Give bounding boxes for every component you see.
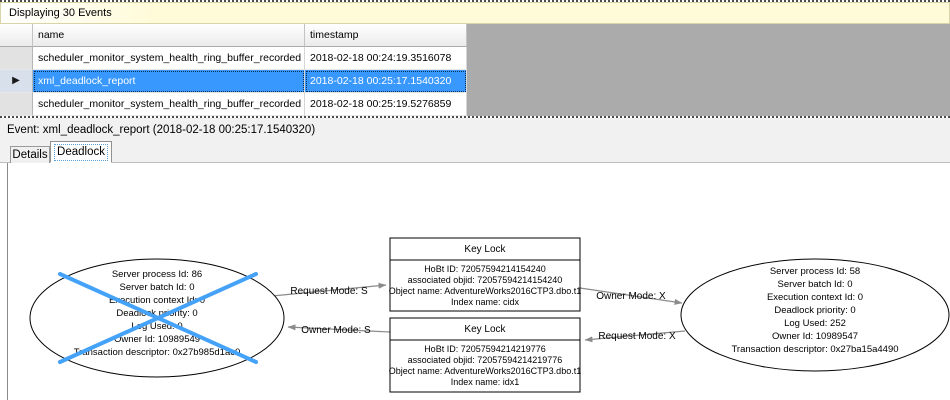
process-text-line: Execution context Id: 0 (109, 295, 205, 306)
edge-request-x-label: Request Mode: X (598, 331, 676, 342)
resource-text-line: Index name: idx1 (451, 377, 520, 387)
edge-request-s-label: Request Mode: S (290, 286, 368, 297)
resource-node-keylock-top[interactable]: Key Lock HoBt ID: 72057594214154240 asso… (389, 237, 581, 312)
process-text-line: Deadlock priority: 0 (116, 308, 197, 319)
resource-title: Key Lock (464, 324, 506, 335)
process-node-right[interactable]: Server process Id: 58 Server batch Id: 0… (680, 258, 950, 372)
process-text-line: Server process Id: 86 (112, 269, 202, 280)
process-text-line: Transaction descriptor: 0x27ba15a4490 (731, 344, 898, 355)
process-text-line: Log Used: 0 (131, 321, 182, 332)
event-timestamp-cell[interactable]: 2018-02-18 00:25:17.1540320 (305, 70, 467, 93)
event-name-cell[interactable]: scheduler_monitor_system_health_ring_buf… (33, 93, 305, 116)
resource-text-line: associated objid: 72057594214154240 (408, 275, 563, 285)
events-count-label: Displaying 30 Events (9, 7, 112, 19)
edge-request-x: Request Mode: X (584, 330, 686, 343)
current-row-marker-icon: ▶ (12, 75, 20, 86)
resource-title: Key Lock (464, 244, 506, 255)
process-text-line: Log Used: 252 (784, 318, 846, 329)
row-header-cell (0, 93, 33, 116)
resource-text-line: Object name: AdventureWorks2016CTP3.dbo.… (389, 286, 581, 296)
grid-row-filler (467, 93, 950, 116)
edge-owner-x: Owner Mode: X (579, 287, 683, 305)
events-count-bar: Displaying 30 Events (0, 2, 950, 24)
tab-deadlock-label: Deadlock (57, 146, 105, 158)
process-text-line: Deadlock priority: 0 (774, 305, 855, 316)
table-row-selected[interactable]: ▶ xml_deadlock_report 2018-02-18 00:25:1… (0, 70, 950, 93)
process-text-line: Transaction descriptor: 0x27b985d1ac0 (74, 347, 241, 358)
tab-strip: Details Deadlock (0, 141, 950, 163)
process-text-line: Owner Id: 10989549 (114, 334, 200, 345)
row-header-cell (0, 47, 33, 70)
resource-text-line: HoBt ID: 72057594214154240 (424, 264, 546, 274)
resource-node-keylock-bottom[interactable]: Key Lock HoBt ID: 72057594214219776 asso… (389, 317, 581, 393)
events-grid: Displaying 30 Events name timestamp sche… (0, 0, 950, 118)
grid-corner-cell (0, 24, 33, 47)
grid-row-filler (467, 70, 950, 93)
process-text-line: Owner Id: 10989547 (772, 331, 858, 342)
deadlock-graph: Request Mode: S Owner Mode: S Owner Mode… (29, 237, 950, 393)
grid-header-row: name timestamp (0, 24, 950, 47)
event-name-cell[interactable]: xml_deadlock_report (33, 70, 305, 93)
edge-owner-x-label: Owner Mode: X (596, 291, 666, 302)
process-text-line: Server batch Id: 0 (778, 279, 853, 290)
resource-text-line: HoBt ID: 72057594214219776 (424, 344, 546, 354)
resource-text-line: associated objid: 72057594214219776 (408, 355, 563, 365)
resource-text-line: Object name: AdventureWorks2016CTP3.dbo.… (389, 366, 581, 376)
table-row[interactable]: scheduler_monitor_system_health_ring_buf… (0, 47, 950, 70)
edge-owner-s-label: Owner Mode: S (301, 325, 371, 336)
column-header-name[interactable]: name (33, 24, 305, 47)
tab-deadlock[interactable]: Deadlock (50, 141, 112, 163)
column-header-timestamp[interactable]: timestamp (305, 24, 467, 47)
process-text-line: Server batch Id: 0 (120, 282, 195, 293)
row-header-cell: ▶ (0, 70, 33, 93)
process-text-line: Execution context Id: 0 (767, 292, 863, 303)
edge-request-s: Request Mode: S (271, 282, 387, 297)
process-text-line: Server process Id: 58 (770, 266, 860, 277)
edge-owner-s: Owner Mode: S (287, 324, 391, 336)
process-node-victim[interactable]: Server process Id: 86 Server batch Id: 0… (29, 258, 285, 378)
event-summary-label: Event: xml_deadlock_report (2018-02-18 0… (7, 123, 316, 136)
grid-header-filler (467, 24, 950, 47)
event-name-cell[interactable]: scheduler_monitor_system_health_ring_buf… (33, 47, 305, 70)
tab-details[interactable]: Details (10, 146, 50, 163)
event-timestamp-cell[interactable]: 2018-02-18 00:25:19.5276859 (305, 93, 467, 116)
grid-row-filler (467, 47, 950, 70)
victim-cross-icon (58, 272, 258, 364)
tab-details-label: Details (12, 149, 48, 161)
resource-text-line: Index name: cidx (451, 297, 520, 307)
event-timestamp-cell[interactable]: 2018-02-18 00:24:19.3516078 (305, 47, 467, 70)
table-row[interactable]: scheduler_monitor_system_health_ring_buf… (0, 93, 950, 116)
event-summary-bar: Event: xml_deadlock_report (2018-02-18 0… (0, 118, 950, 141)
